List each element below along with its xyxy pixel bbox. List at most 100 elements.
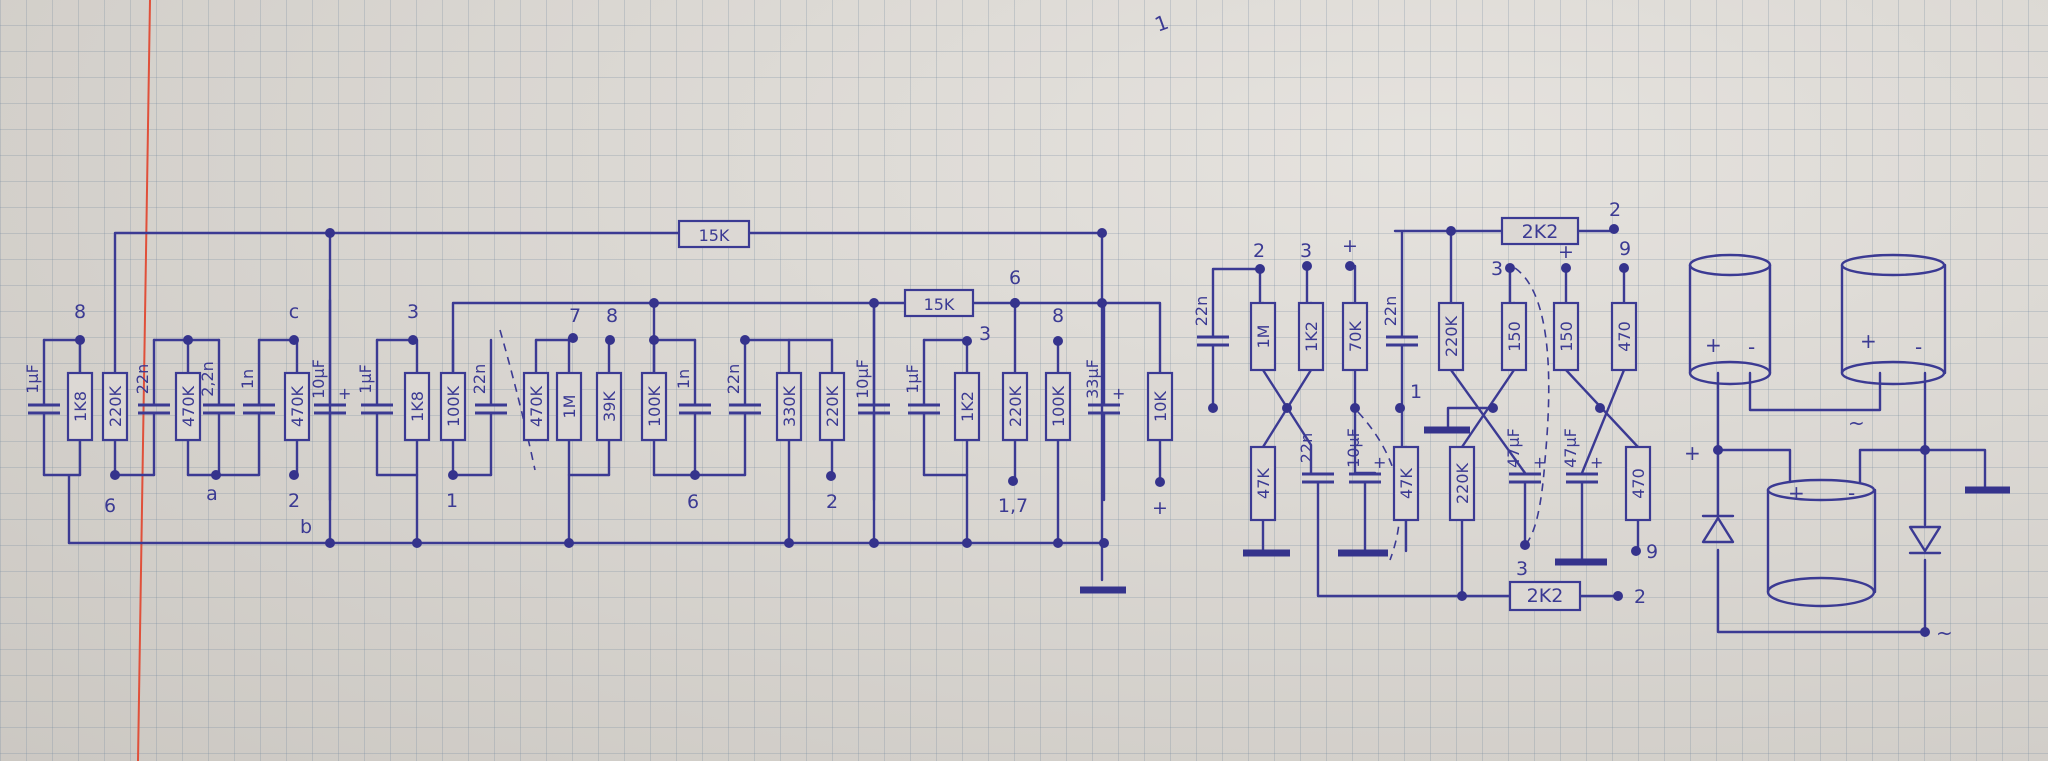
terminal-label: c xyxy=(289,301,299,323)
junction-dot xyxy=(740,335,750,345)
resistor-body xyxy=(403,371,431,442)
resistor-value: 150 xyxy=(1557,321,1576,352)
resistor-value: 10K xyxy=(1151,391,1170,422)
terminal: 3 xyxy=(1516,540,1530,580)
capacitor-value: 10µF xyxy=(309,359,328,399)
resistor: 470 xyxy=(1624,445,1652,522)
resistor-value: 220K xyxy=(106,385,125,427)
junction-dot xyxy=(412,538,422,548)
terminal-dot xyxy=(1619,263,1629,273)
resistor: 1M xyxy=(555,336,583,477)
resistor-value: 470K xyxy=(288,385,307,427)
terminal-dot xyxy=(962,336,972,346)
capacitor-value: 22n xyxy=(1297,433,1316,464)
resistor-body xyxy=(1249,445,1277,522)
terminal-label: 6 xyxy=(104,495,116,517)
terminal-label: 3 xyxy=(407,301,419,323)
terminal-label: 1 xyxy=(1410,381,1422,403)
terminal-label: 3 xyxy=(979,323,991,345)
capacitor: 22n xyxy=(1192,296,1229,347)
capacitor: 2,2n xyxy=(198,338,235,477)
resistor-value: 39K xyxy=(600,391,619,422)
stage2-wiring xyxy=(1211,229,1640,598)
terminal-label: 7 xyxy=(569,305,581,327)
terminal: 9 xyxy=(1631,541,1658,563)
terminal-dot xyxy=(1053,336,1063,346)
junction-dot xyxy=(869,298,879,308)
terminal-dot xyxy=(826,471,836,481)
capacitor-value: 1µF xyxy=(23,364,42,394)
stage2-wires xyxy=(1211,229,1640,598)
terminal-label: 2 xyxy=(1609,199,1621,221)
resistor-body xyxy=(1500,301,1528,372)
terminal: 1 xyxy=(446,470,458,512)
resistor-value: 330K xyxy=(780,385,799,427)
terminal: 8 xyxy=(605,305,618,345)
resistor-value: 220K xyxy=(823,385,842,427)
terminal-label: 6 xyxy=(1009,267,1021,289)
terminal-label: 8 xyxy=(74,301,86,323)
terminal-dot xyxy=(1302,261,1312,271)
resistor: 220K xyxy=(1001,371,1029,483)
terminal-label: a xyxy=(206,483,218,505)
crossing-nodes xyxy=(1208,226,1605,601)
resistor-body xyxy=(1500,216,1580,246)
terminal: 6 xyxy=(687,470,700,513)
resistor-value: 100K xyxy=(1049,385,1068,427)
junction-dot xyxy=(1488,403,1498,413)
resistor-body xyxy=(1146,371,1174,442)
terminal-label: + xyxy=(1152,497,1168,519)
resistor-value: 15K xyxy=(924,295,955,314)
resistor-body xyxy=(1392,445,1420,522)
resistor-body xyxy=(101,371,129,442)
junction-dot xyxy=(1350,403,1360,413)
resistor-body xyxy=(1437,301,1465,372)
resistor-value: 2K2 xyxy=(1522,221,1559,243)
junction-dot xyxy=(1282,403,1292,413)
diode-right xyxy=(1908,525,1942,555)
terminal: a xyxy=(206,470,221,505)
terminal-label: 8 xyxy=(606,305,618,327)
terminal-dot xyxy=(75,335,85,345)
resistor: 1M xyxy=(1249,301,1277,372)
capacitor-value: 22n xyxy=(470,364,489,395)
resistor: 100K xyxy=(1044,339,1072,442)
terminal: + xyxy=(1152,477,1168,519)
terminal-label: b xyxy=(300,516,312,538)
terminal-dot xyxy=(605,335,615,345)
resistor-value: 47K xyxy=(1397,468,1416,499)
terminal: 8 xyxy=(74,301,86,345)
terminal-dot xyxy=(568,333,578,343)
terminal-dot xyxy=(690,470,700,480)
terminal-label: + xyxy=(1558,241,1574,263)
resistor-value: 15K xyxy=(699,226,730,245)
terminal: 7 xyxy=(568,305,581,343)
capacitor-value: 10µF xyxy=(1344,428,1363,468)
resistor: 1K2 xyxy=(953,339,981,477)
capacitor: 22n xyxy=(1381,296,1418,347)
capacitor: 1n xyxy=(238,338,275,477)
junction-dot xyxy=(649,298,659,308)
junction-dot xyxy=(1010,298,1020,308)
terminal: 8 xyxy=(1052,305,1064,346)
resistor: 1K8 xyxy=(66,338,94,477)
terminal: 2 xyxy=(1613,586,1646,608)
resistor-value: 220K xyxy=(1006,385,1025,427)
series-resistor: 2K2 xyxy=(1508,580,1582,612)
capacitor-value: 47µF xyxy=(1504,428,1523,468)
terminal-dot xyxy=(110,470,120,480)
resistor-value: 1K2 xyxy=(958,391,977,422)
polarity-label: - xyxy=(1915,335,1922,359)
capacitor-value: 1n xyxy=(238,369,257,389)
terminal-dot xyxy=(1345,261,1355,271)
terminal-label: 2 xyxy=(288,490,300,512)
terminal: 2 xyxy=(1609,199,1621,234)
resistor-value: 1K8 xyxy=(71,391,90,422)
resistor-body xyxy=(522,371,550,442)
resistor-value: 470K xyxy=(527,385,546,427)
resistor-value: 1M xyxy=(560,395,579,419)
terminal-dot xyxy=(289,335,299,345)
junction-dot xyxy=(1097,228,1107,238)
capacitor: 22n xyxy=(133,338,170,477)
